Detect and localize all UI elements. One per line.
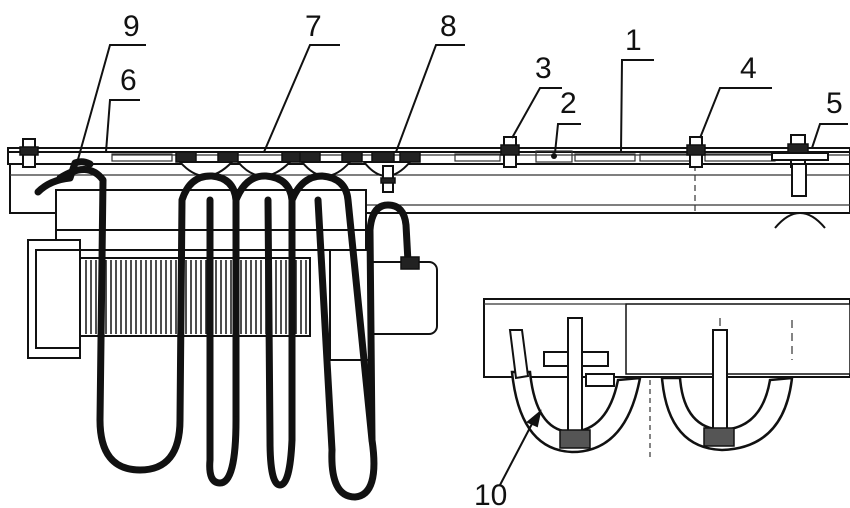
- cable-loop-2: [206, 196, 240, 487]
- label-5: 5: [826, 87, 843, 120]
- cable-lead-loop: [366, 201, 412, 444]
- c-track-rail: [7, 147, 850, 165]
- leader-lines: [76, 44, 848, 486]
- label-4: 4: [740, 52, 757, 85]
- label-8: 8: [440, 10, 457, 43]
- gearbox: [364, 261, 438, 335]
- label-9: 9: [123, 10, 140, 43]
- clamp-3: [500, 136, 520, 168]
- cable-trolleys: [175, 151, 421, 193]
- label-7: 7: [305, 10, 322, 43]
- end-clamp-5: [771, 134, 829, 197]
- label-6: 6: [120, 64, 137, 97]
- label-2: 2: [560, 87, 577, 120]
- inset-saddle-left: [510, 370, 642, 454]
- label-3: 3: [535, 52, 552, 85]
- cable-terminal: [400, 256, 420, 270]
- clamp-left: [19, 138, 39, 168]
- clamp-4: [686, 136, 706, 168]
- trolley-lead-8: [361, 151, 421, 193]
- rail-clamps: [19, 134, 829, 197]
- part-labels: 9 6 7 8 3 2 1 4 5 10: [120, 10, 843, 508]
- end-wheel: [774, 212, 826, 229]
- label-1: 1: [625, 24, 642, 57]
- inset-saddle-right: [660, 376, 794, 452]
- festoon-cable: [34, 158, 420, 501]
- cable-loop-1: [56, 166, 240, 474]
- label-10: 10: [474, 479, 507, 508]
- detail-inset: [483, 298, 850, 460]
- drum-ribs: [85, 260, 307, 334]
